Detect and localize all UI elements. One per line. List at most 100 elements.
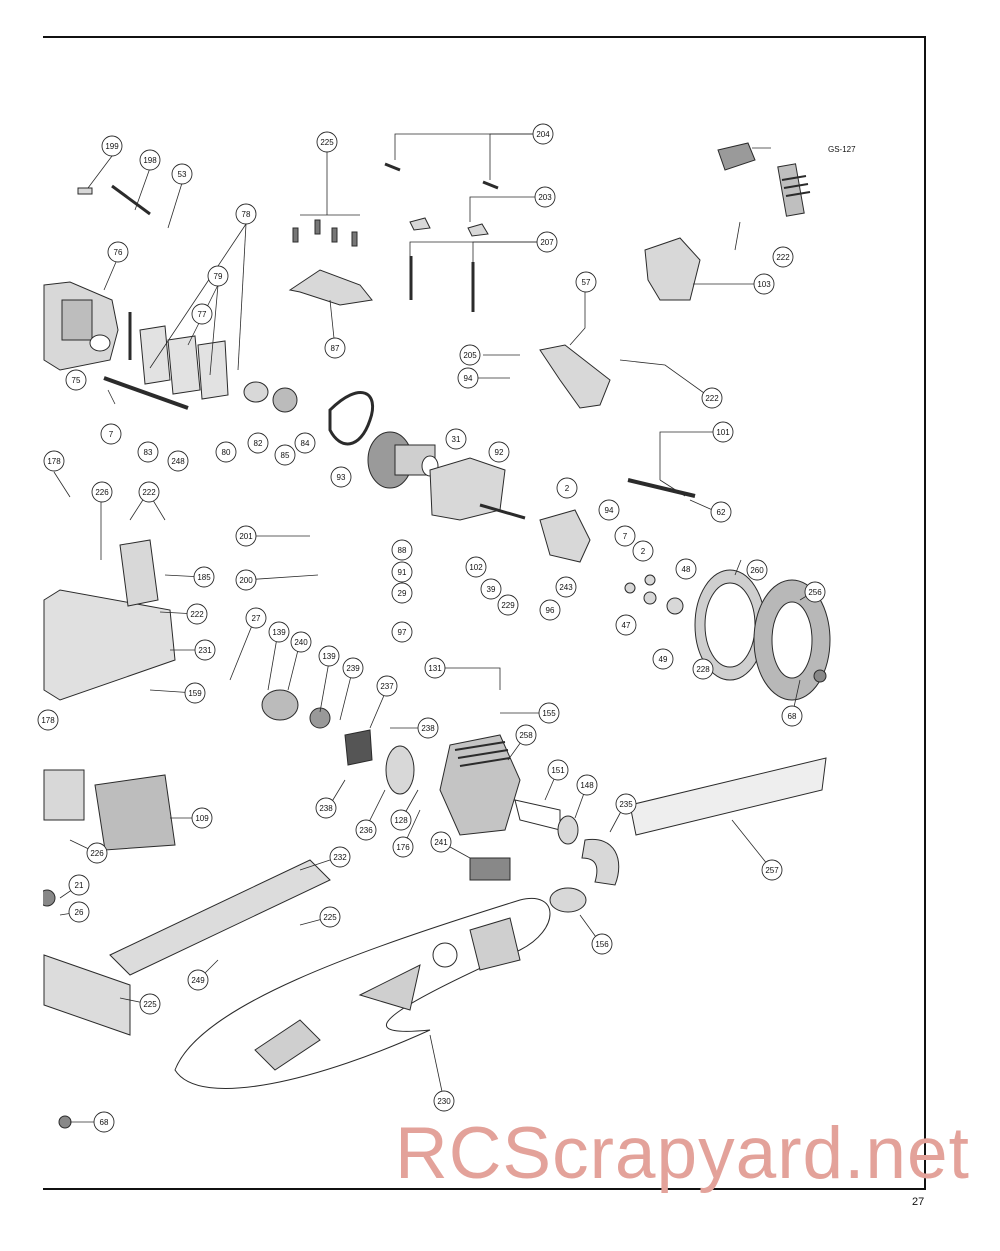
clip-part (384, 162, 401, 172)
callout-label: 101 (716, 428, 730, 437)
callout-156: 156 (591, 933, 613, 955)
callout-225: 225 (316, 131, 338, 153)
callout-label: 109 (195, 814, 209, 823)
callout-label: 39 (487, 585, 496, 594)
callout-label: 21 (75, 881, 84, 890)
watermark-text: RCScrapyard.net (395, 1113, 970, 1194)
callout-91: 91 (391, 561, 413, 583)
main-chassis-plate-part (109, 859, 331, 976)
callout-label: 222 (705, 394, 719, 403)
callout-57: 57 (575, 271, 597, 293)
callout-label: 238 (319, 804, 333, 813)
callout-label: 205 (463, 351, 477, 360)
callout-21: 21 (68, 874, 90, 896)
callout-159: 159 (184, 682, 206, 704)
callout-258: 258 (515, 724, 537, 746)
wheel-nut-part (813, 669, 827, 683)
pipe-header-part (469, 917, 521, 971)
callout-label: 139 (322, 652, 336, 661)
callout-201: 201 (235, 525, 257, 547)
callout-237: 237 (376, 675, 398, 697)
callout-225: 225 (319, 906, 341, 928)
callout-47: 47 (615, 614, 637, 636)
callout-222: 222 (138, 481, 160, 503)
callout-85: 85 (274, 444, 296, 466)
callout-62: 62 (710, 501, 732, 523)
callout-131: 131 (424, 657, 446, 679)
engine-part (439, 734, 521, 836)
callout-label: 249 (191, 976, 205, 985)
chassis-plate-left-part (43, 589, 176, 701)
callout-label: 91 (398, 568, 407, 577)
callout-label: 85 (281, 451, 290, 460)
mount-cup-part (409, 217, 431, 231)
callout-27: 27 (245, 607, 267, 629)
callout-240: 240 (290, 631, 312, 653)
callout-80: 80 (215, 441, 237, 463)
fuel-tank-part (94, 774, 176, 851)
callout-label: 257 (765, 866, 779, 875)
callout-label: 82 (254, 439, 263, 448)
callout-label: 76 (114, 248, 123, 257)
top-plate-87-part (288, 269, 373, 306)
callout-77: 77 (191, 303, 213, 325)
callout-75: 75 (65, 369, 87, 391)
callout-229: 229 (497, 594, 519, 616)
callout-label: 68 (100, 1118, 109, 1127)
callout-label: 102 (469, 563, 483, 572)
callout-231: 231 (194, 639, 216, 661)
steering-knuckle-part (539, 509, 591, 563)
callout-109: 109 (191, 807, 213, 829)
callout-label: 260 (750, 566, 764, 575)
callout-238: 238 (417, 717, 439, 739)
callout-label: 229 (501, 601, 515, 610)
callout-101: 101 (712, 421, 734, 443)
callout-label: 151 (551, 766, 565, 775)
callout-label: 222 (190, 610, 204, 619)
glow-plug-pad-part (469, 857, 511, 881)
callout-53: 53 (171, 163, 193, 185)
shock-part-label: GS-127 (828, 145, 856, 154)
callout-label: 207 (540, 238, 554, 247)
callout-249: 249 (187, 969, 209, 991)
callout-87: 87 (324, 337, 346, 359)
callout-label: 156 (595, 940, 609, 949)
callout-label: 93 (337, 473, 346, 482)
callout-79: 79 (207, 265, 229, 287)
callout-label: 7 (109, 430, 114, 439)
callout-label: 225 (143, 1000, 157, 1009)
callout-260: 260 (746, 559, 768, 581)
callout-label: 225 (323, 913, 337, 922)
callout-label: 222 (776, 253, 790, 262)
callout-label: 185 (197, 573, 211, 582)
lock-nut-part (58, 1115, 72, 1129)
callout-label: 68 (788, 712, 797, 721)
callout-label: 79 (214, 272, 223, 281)
callout-label: 231 (198, 646, 212, 655)
callout-label: 237 (380, 682, 394, 691)
callout-248: 248 (167, 450, 189, 472)
clutch-shoe-part (344, 729, 373, 766)
shock-tower-part (644, 237, 701, 301)
callout-label: 222 (142, 488, 156, 497)
callout-200: 200 (235, 569, 257, 591)
callout-84: 84 (294, 432, 316, 454)
gear-part (43, 889, 56, 907)
callout-label: 239 (346, 664, 360, 673)
callout-225: 225 (139, 993, 161, 1015)
shaft-pin-part (103, 184, 189, 410)
callout-94: 94 (457, 367, 479, 389)
differential-plate-stack (139, 325, 229, 400)
callout-222: 222 (701, 387, 723, 409)
callout-2: 2 (556, 477, 578, 499)
callout-199: 199 (101, 135, 123, 157)
callout-label: 88 (398, 546, 407, 555)
callout-label: 2 (641, 547, 646, 556)
callout-label: 84 (301, 439, 310, 448)
callout-label: 232 (333, 853, 347, 862)
callout-label: 226 (95, 488, 109, 497)
callout-label: 226 (90, 849, 104, 858)
turnbuckle-part (627, 478, 696, 498)
callout-7: 7 (614, 525, 636, 547)
